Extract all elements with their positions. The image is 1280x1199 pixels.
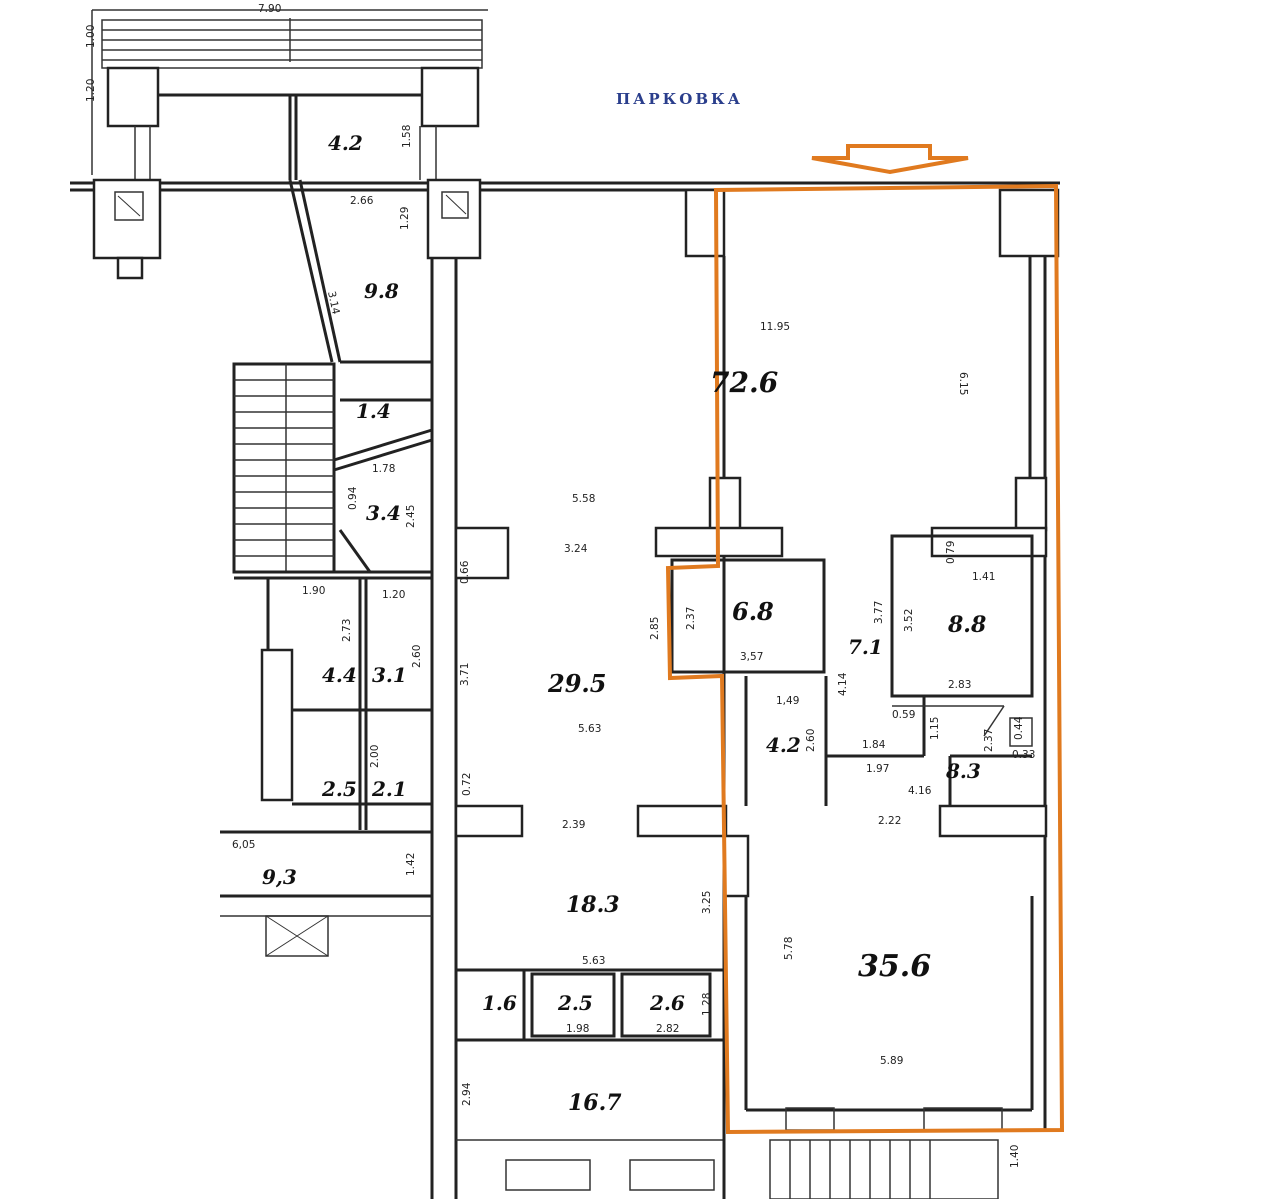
room-area: 8.3: [945, 759, 981, 783]
dimension: 5.58: [572, 493, 595, 505]
dimension: 2.37: [983, 729, 995, 752]
entrance-arrow-icon: [811, 144, 969, 175]
room-area: 9.8: [364, 279, 399, 303]
dimension: 2.85: [649, 617, 661, 640]
dimension: 2.60: [411, 645, 423, 668]
dimension: 1.98: [566, 1023, 589, 1035]
dimension: 5.89: [880, 1055, 903, 1067]
room-area: 1.6: [482, 991, 517, 1015]
room-area: 3.1: [372, 663, 407, 687]
dimension: 1.00: [85, 25, 97, 48]
dimension: 6,05: [232, 839, 255, 851]
room-area: 72.6: [710, 366, 778, 399]
dimension: 5.78: [783, 937, 795, 960]
dimension: 1.15: [929, 717, 941, 740]
dimension: 6.15: [957, 372, 969, 395]
room-area: 35.6: [858, 949, 931, 984]
dimension: 3.52: [903, 609, 915, 632]
outer-walls: [70, 178, 1060, 1199]
dimension: 5.63: [582, 955, 605, 967]
dimension: 0.59: [892, 709, 915, 721]
right-wing-walls: [654, 476, 1048, 1199]
dimension: 0.33: [1012, 749, 1035, 761]
room-area: 4.2: [328, 131, 363, 155]
dimension: 2.22: [878, 815, 901, 827]
dimension: 0.94: [347, 486, 359, 510]
dimension: 1,49: [776, 695, 799, 707]
dimension: 2.73: [341, 619, 353, 642]
dimension: 3.25: [701, 891, 713, 914]
dimension: 1.78: [372, 463, 395, 475]
dimension: 1.29: [399, 207, 411, 230]
room-area: 4.4: [322, 663, 357, 687]
dimension: 1.97: [866, 763, 889, 775]
dimension: 2.39: [562, 819, 585, 831]
parking-label: ПАРКОВКА: [616, 90, 743, 108]
dimension: 2.82: [656, 1023, 679, 1035]
dimension: 3,57: [740, 651, 763, 663]
dimension: 0.79: [945, 541, 957, 564]
dimension: 0.44: [1013, 716, 1025, 740]
room-area: 4.2: [766, 733, 801, 757]
dimension: 1.20: [85, 79, 97, 102]
room-area: 1.4: [356, 399, 391, 423]
room-area: 2.5: [557, 991, 593, 1015]
dimension: 3.24: [564, 543, 588, 555]
unit-boundary: [665, 183, 1065, 1135]
dimension: 2.60: [805, 729, 817, 752]
dimension: 2.94: [461, 1082, 473, 1106]
room-area: 9,3: [262, 865, 297, 889]
dimension: 5.63: [578, 723, 601, 735]
dimension: 1.42: [405, 853, 417, 876]
dimension: 1.84: [862, 739, 886, 751]
dimension: 2.83: [948, 679, 971, 691]
room-area-labels: 4.2 9.8 1.4 3.4 4.4 3.1 2.5 2.1 9,3 29.5…: [262, 131, 986, 1116]
dimension: 1.41: [972, 571, 995, 583]
room-area: 2.1: [371, 777, 407, 801]
room-area: 7.1: [848, 635, 883, 659]
dimension: 1.90: [302, 585, 325, 597]
room-area: 29.5: [547, 669, 606, 698]
room-area: 2.5: [321, 777, 357, 801]
entrance-canopy: [91, 9, 488, 180]
dimension-labels: 7.90 1.00 1.20 1.58 2.66 1.29 3.14 1.78 …: [85, 3, 1035, 1168]
left-wing-walls: [220, 179, 433, 957]
center-walls: [454, 480, 728, 1199]
dimension: 3.14: [325, 290, 342, 316]
dimension: 4.14: [837, 672, 849, 696]
room-area: 8.8: [947, 612, 986, 638]
dimension: 4.16: [908, 785, 932, 797]
room-area: 18.3: [566, 892, 620, 918]
dimension: 0.72: [461, 773, 473, 796]
dimension: 2.66: [350, 195, 374, 207]
dimension: 1.20: [382, 589, 405, 601]
dimension: 0.66: [459, 560, 471, 584]
dimension: 2.45: [405, 505, 417, 528]
dimension: 3.77: [873, 601, 885, 624]
dimension: 2.00: [369, 745, 381, 768]
dimension: 11.95: [760, 321, 790, 333]
dimension: 1.58: [401, 125, 413, 148]
room-area: 2.6: [649, 991, 685, 1015]
dimension: 3.71: [459, 663, 471, 686]
room-area: 3.4: [366, 501, 401, 525]
highlighted-unit-outline: [665, 144, 1065, 1135]
dimension: 2.37: [685, 607, 697, 630]
dimension: 1.40: [1009, 1145, 1021, 1168]
dimension: 7.90: [258, 3, 281, 15]
room-area: 6.8: [732, 597, 774, 626]
room-area: 16.7: [568, 1090, 622, 1116]
dimension: 1.28: [701, 993, 713, 1016]
